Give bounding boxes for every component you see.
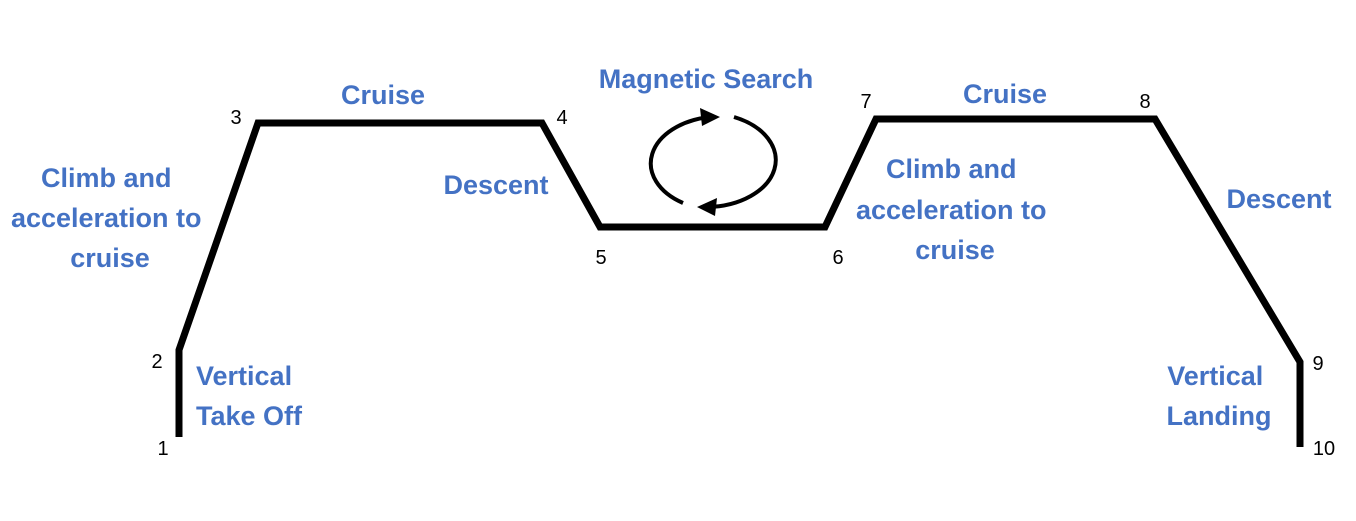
waypoint-4: 4 xyxy=(556,107,567,129)
label-descent-2: Descent xyxy=(1226,184,1331,214)
waypoint-8: 8 xyxy=(1139,91,1150,113)
circular-arrows-icon xyxy=(648,108,778,216)
label-descent-1: Descent xyxy=(443,170,548,200)
waypoint-9: 9 xyxy=(1312,353,1323,375)
waypoint-6: 6 xyxy=(832,247,843,269)
waypoint-1: 1 xyxy=(157,438,168,460)
label-climb-2: Climb and acceleration to cruise xyxy=(856,154,1054,265)
waypoint-5: 5 xyxy=(595,247,606,269)
waypoint-7: 7 xyxy=(860,91,871,113)
label-cruise-2: Cruise xyxy=(963,79,1047,109)
label-cruise-1: Cruise xyxy=(341,80,425,110)
waypoint-3: 3 xyxy=(230,107,241,129)
waypoint-2: 2 xyxy=(151,351,162,373)
magnetic-search-title: Magnetic Search xyxy=(599,64,814,94)
label-vertical-landing: Vertical Landing xyxy=(1167,361,1272,431)
flight-path xyxy=(175,115,1304,447)
label-climb-1: Climb and acceleration to cruise xyxy=(11,163,209,273)
waypoint-10: 10 xyxy=(1313,438,1335,460)
label-vertical-takeoff: Vertical Take Off xyxy=(196,361,303,431)
